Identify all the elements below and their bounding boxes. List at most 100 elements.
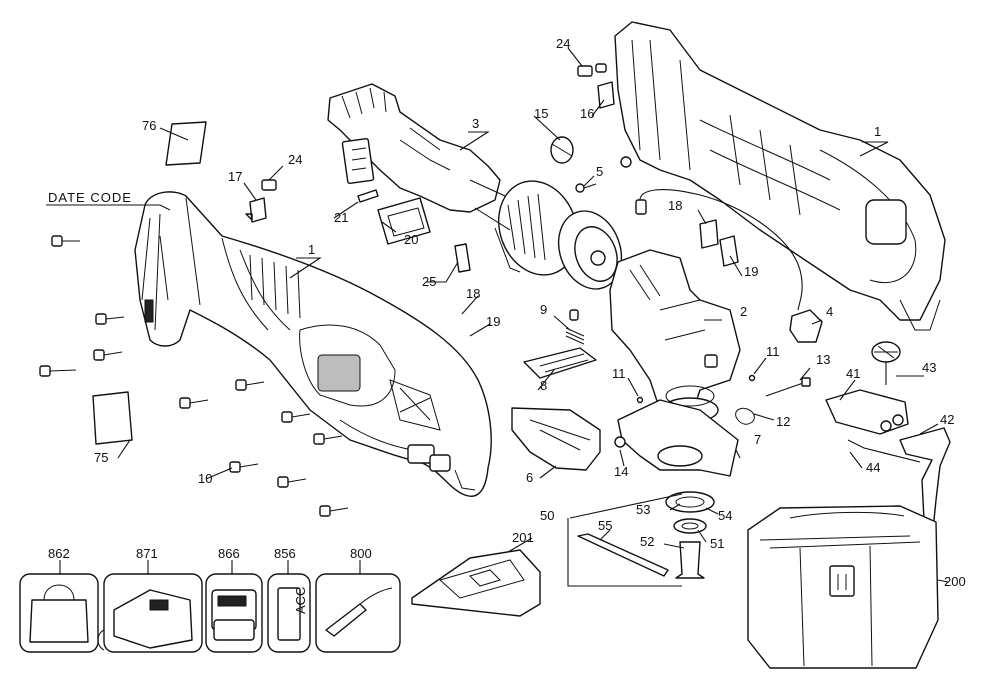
callout-2: 2: [740, 304, 747, 319]
callout-12: 12: [776, 414, 790, 429]
part-12-clip: [735, 407, 755, 425]
callout-14: 14: [614, 464, 628, 479]
callout-52: 52: [640, 534, 654, 549]
accessory-800-blade: [315, 573, 401, 653]
callout-75: 75: [94, 450, 108, 465]
callout-55: 55: [598, 518, 612, 533]
part-200-case: [747, 505, 939, 669]
part-43-knob: [871, 341, 901, 385]
part-16: [597, 81, 615, 109]
callout-labels: DATE CODE 76 17 24 1 3 21 20 25 18 19 15…: [48, 36, 966, 589]
part-6: [511, 407, 601, 471]
accessory-856-tag: ACC: [267, 573, 311, 653]
accessory-866-battery: [205, 573, 263, 653]
part-11-small-b: [748, 374, 756, 382]
part-41-clamp: [825, 389, 909, 435]
callout-42: 42: [940, 412, 954, 427]
callout-15: 15: [534, 106, 548, 121]
callout-866: 866: [218, 546, 240, 561]
callout-9: 9: [540, 302, 547, 317]
date-code-label: DATE CODE: [48, 190, 132, 205]
wire-harness: [635, 189, 803, 311]
part-25: [454, 243, 471, 273]
callout-24-top: 24: [556, 36, 570, 51]
screw: [179, 397, 209, 409]
part-14: [614, 436, 626, 448]
part-1-housing-right: [614, 21, 946, 331]
screw: [95, 313, 125, 325]
callout-862: 862: [48, 546, 70, 561]
part-8: [523, 347, 597, 379]
callout-16: 16: [580, 106, 594, 121]
part-50-group: [567, 491, 715, 587]
callout-201: 201: [512, 530, 534, 545]
callout-5: 5: [596, 164, 603, 179]
part-5-screw: [575, 183, 597, 193]
screw: [39, 365, 77, 377]
callout-20: 20: [404, 232, 418, 247]
leader-lines: [46, 47, 949, 583]
part-21: [357, 189, 379, 203]
callout-50: 50: [540, 508, 554, 523]
callout-856: 856: [274, 546, 296, 561]
callout-76: 76: [142, 118, 156, 133]
callout-44: 44: [866, 460, 880, 475]
part-3-motor-assembly: [327, 83, 623, 290]
part-18-right: [699, 219, 719, 249]
callout-3: 3: [472, 116, 479, 131]
callout-871: 871: [136, 546, 158, 561]
part-201-sanding-pad: [411, 549, 541, 617]
callout-41: 41: [846, 366, 860, 381]
part-7: [617, 399, 739, 477]
callout-18-left: 18: [466, 286, 480, 301]
callout-1-left: 1: [308, 242, 315, 257]
screw: [319, 505, 349, 517]
screw: [277, 476, 307, 488]
part-13-pin: [765, 377, 811, 397]
part-2-gear-head: [609, 249, 741, 431]
accessory-856-tag-text: ACC: [293, 587, 308, 614]
callout-17: 17: [228, 169, 242, 184]
part-17: [245, 197, 267, 223]
tool-body-assembled: [134, 191, 492, 497]
callout-4: 4: [826, 304, 833, 319]
callout-19-left: 19: [486, 314, 500, 329]
part-15-bearing: [550, 136, 574, 164]
screws-left-cluster: [39, 235, 349, 517]
callout-1-right: 1: [874, 124, 881, 139]
callout-24-left: 24: [288, 152, 302, 167]
callout-200: 200: [944, 574, 966, 589]
callout-21: 21: [334, 210, 348, 225]
screw: [93, 349, 123, 361]
screw: [229, 461, 259, 473]
callout-8: 8: [540, 378, 547, 393]
part-75-label: [92, 391, 133, 445]
callout-13: 13: [816, 352, 830, 367]
callout-18-right: 18: [668, 198, 682, 213]
callout-6: 6: [526, 470, 533, 485]
part-76-label: [165, 121, 207, 166]
callout-25: 25: [422, 274, 436, 289]
callout-11-left: 11: [612, 366, 626, 381]
part-44-key: [847, 439, 921, 463]
accessory-862-bag: [19, 573, 99, 653]
part-11-small: [636, 396, 644, 404]
part-19-right: [719, 235, 739, 267]
part-24-left: [261, 179, 277, 191]
callout-51: 51: [710, 536, 724, 551]
callout-7: 7: [754, 432, 761, 447]
screw: [51, 235, 80, 247]
callout-54: 54: [718, 508, 732, 523]
part-4: [789, 309, 823, 343]
part-24-top: [577, 63, 607, 77]
callout-800: 800: [350, 546, 372, 561]
callout-11-right: 11: [766, 344, 780, 359]
part-9-spring: [565, 309, 585, 345]
callout-53: 53: [636, 502, 650, 517]
callout-43: 43: [922, 360, 936, 375]
accessory-871-charger: [97, 573, 203, 653]
screw: [235, 379, 265, 391]
screw: [281, 411, 311, 423]
